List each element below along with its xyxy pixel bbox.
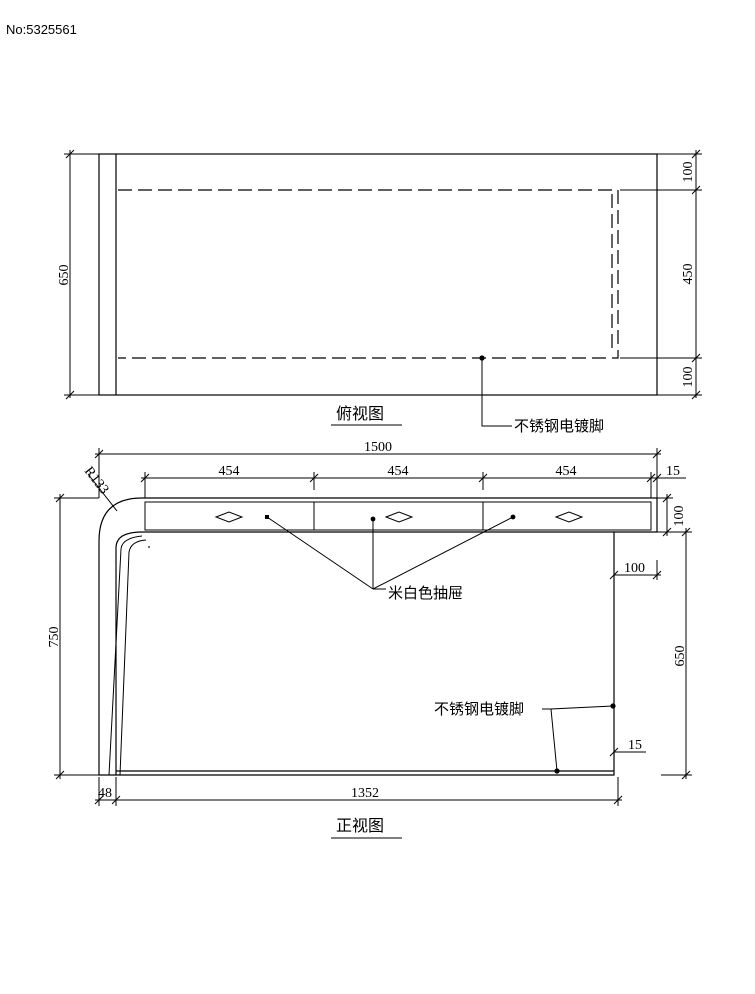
top-view-right-dimensions: 100 450 100: [620, 149, 702, 400]
front-view-inner-panel-line: [115, 531, 614, 775]
dim-top-offset: 15: [666, 464, 680, 479]
dim-left-height: 750: [47, 493, 99, 780]
dim-bottom-right-offset-text: 15: [628, 738, 642, 753]
front-view-title: 正视图: [336, 816, 384, 835]
drawer-handle-icon-2: [384, 511, 414, 523]
top-view-title: 俯视图: [336, 404, 384, 423]
dim-overall-width-text: 1500: [364, 440, 392, 455]
drawer-row: [144, 501, 652, 531]
dim-overall-width: 1500: [94, 440, 662, 498]
top-view-leader-line: [481, 358, 512, 427]
top-view-hidden-leg-frame: [118, 189, 619, 359]
drawer-handle-icon-1: [214, 511, 244, 523]
top-view-leg-label: 不锈钢电镀脚: [514, 417, 604, 435]
drawer-handle-icon-3: [554, 511, 584, 523]
dim-bottom-width-text: 1352: [351, 786, 379, 801]
dim-drawer-width-1: 454: [219, 464, 240, 479]
dim-right-height-text: 650: [673, 646, 688, 667]
dim-drawer-width-2: 454: [388, 464, 409, 479]
dim-drawer-height: 100: [657, 493, 687, 537]
radius-leader: [87, 473, 118, 512]
top-view-dim-100-b: 100: [681, 367, 696, 388]
dim-bottom-right-offset: 15: [609, 738, 646, 757]
radius-label: R133: [81, 464, 112, 497]
front-view-panel-line-a: [108, 535, 143, 776]
dim-drawer-height-text: 100: [672, 506, 687, 527]
top-view-dim-450: 450: [681, 264, 696, 285]
top-view-outline: [98, 153, 658, 396]
front-view-outline: [98, 497, 658, 776]
top-view: 650 100 450 100 不锈钢电镀脚 俯视图: [57, 149, 702, 435]
dim-left-height-text: 750: [47, 627, 62, 648]
dim-drawer-widths: 454 454 454 15: [140, 464, 686, 498]
drawer-frame: [144, 501, 652, 531]
dim-leg-offset: 100: [609, 560, 662, 580]
drawer-label: 米白色抽屉: [388, 584, 463, 602]
drawing-number: No:5325561: [6, 22, 77, 37]
top-view-left-dimension: 650: [57, 149, 99, 400]
dim-bottom-left-text: 48: [98, 786, 112, 801]
front-view: 米白色抽屉 不锈钢电镀脚 1500 454: [47, 440, 692, 839]
front-view-panel-line-b: [119, 539, 147, 776]
dim-bottom-widths: 48 1352: [94, 777, 623, 806]
top-view-dim-100-a: 100: [681, 162, 696, 183]
dim-right-height: 650: [661, 527, 692, 780]
dim-drawer-width-3: 454: [556, 464, 577, 479]
leg-label: 不锈钢电镀脚: [434, 700, 524, 718]
top-view-depth-dim: 650: [57, 265, 72, 286]
dim-leg-offset-text: 100: [624, 561, 645, 576]
